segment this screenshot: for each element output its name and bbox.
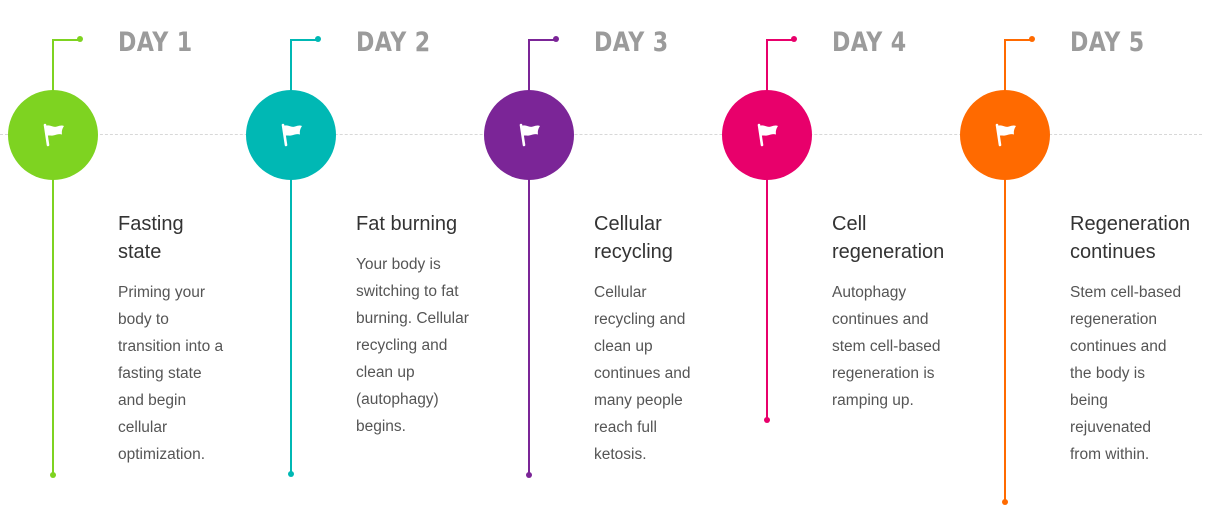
milestone-circle (960, 90, 1050, 180)
day-label: DAY 3 (594, 27, 669, 58)
step-description: Autophagy continues and stem cell-based … (832, 284, 941, 409)
connector-line (52, 39, 54, 475)
timeline-step-day-1: DAY 1 Fasting state Priming your body to… (0, 0, 238, 523)
connector-line-top (1004, 39, 1032, 41)
timeline-step-day-2: DAY 2 Fat burning Your body is switching… (238, 0, 476, 523)
step-title: Regeneration continues (1070, 213, 1191, 263)
step-description: Your body is switching to fat burning. C… (356, 256, 469, 435)
connector-dot-top (315, 36, 321, 42)
connector-dot-top (553, 36, 559, 42)
step-title: Cellular recycling (594, 213, 673, 263)
step-title: Fat burning (356, 213, 458, 235)
connector-dot-top (1029, 36, 1035, 42)
connector-dot-bottom (288, 471, 294, 477)
connector-line (766, 39, 768, 420)
connector-line-top (52, 39, 80, 41)
connector-line (1004, 39, 1006, 502)
milestone-circle (722, 90, 812, 180)
timeline-step-day-3: DAY 3 Cellular recycling Cellular recycl… (476, 0, 714, 523)
day-label: DAY 4 (832, 27, 907, 58)
connector-dot-top (791, 36, 797, 42)
timeline-axis (0, 134, 1202, 135)
milestone-circle (8, 90, 98, 180)
connector-dot-bottom (1002, 499, 1008, 505)
step-description: Priming your body to transition into a f… (118, 284, 224, 463)
flag-icon (995, 123, 1016, 147)
connector-line (290, 39, 292, 475)
step-title: Cell regeneration (832, 213, 945, 263)
connector-dot-bottom (764, 417, 770, 423)
day-label: DAY 2 (356, 27, 431, 58)
step-description: Stem cell-based regeneration continues a… (1070, 284, 1182, 463)
day-label: DAY 1 (118, 27, 193, 58)
milestone-circle (246, 90, 336, 180)
flag-icon (281, 123, 302, 147)
connector-line-top (528, 39, 556, 41)
flag-icon (43, 123, 64, 147)
day-label: DAY 5 (1070, 27, 1145, 58)
connector-line (528, 39, 530, 475)
flag-icon (519, 123, 540, 147)
flag-icon (757, 123, 778, 147)
step-title: Fasting state (118, 213, 184, 263)
connector-dot-bottom (526, 472, 532, 478)
timeline-step-day-4: DAY 4 Cell regeneration Autophagy contin… (714, 0, 952, 523)
timeline-step-day-5: DAY 5 Regeneration continues Stem cell-b… (952, 0, 1190, 523)
connector-line-top (766, 39, 794, 41)
step-description: Cellular recycling and clean up continue… (594, 284, 691, 463)
milestone-circle (484, 90, 574, 180)
connector-dot-bottom (50, 472, 56, 478)
connector-dot-top (77, 36, 83, 42)
connector-line-top (290, 39, 318, 41)
